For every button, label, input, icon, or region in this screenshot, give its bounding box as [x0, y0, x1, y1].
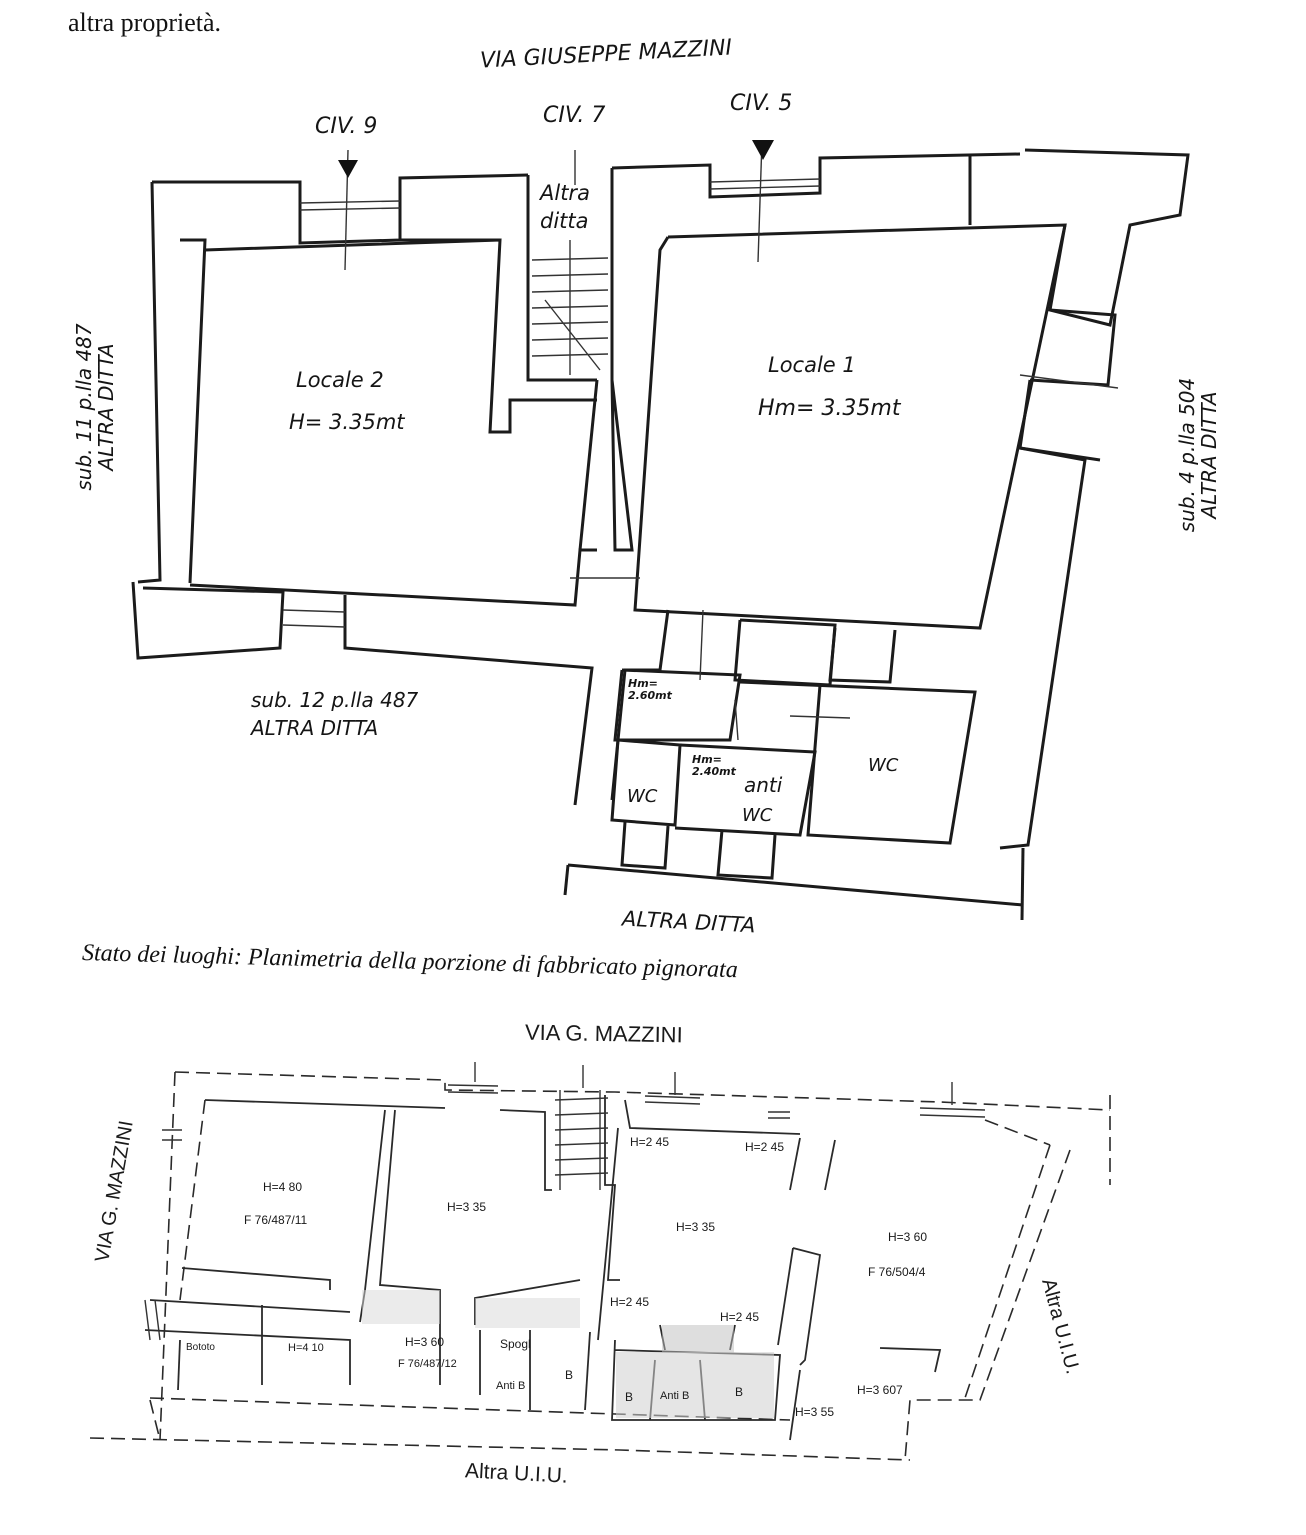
label-spogl: Spogl [500, 1337, 531, 1351]
altra-ditta-top-line2: ditta [540, 209, 589, 233]
altra-ditta-top-line1: Altra [540, 181, 590, 205]
label-h245a: H=2 45 [630, 1135, 670, 1149]
locale2-height: H= 3.35mt [289, 410, 405, 434]
civ7-label: CIV. 7 [543, 103, 606, 128]
label-b1: B [565, 1368, 574, 1382]
label-h360b: H=3 60 [405, 1335, 445, 1349]
label-f12: F 76/487/12 [398, 1358, 457, 1370]
label-h245d: H=2 45 [720, 1310, 760, 1324]
small-room-h1-line2: 2.60mt [628, 689, 672, 702]
locale1-name: Locale 1 [768, 353, 856, 377]
wc-right-label: WC [868, 755, 899, 776]
small-room-height-2: Hm= 2.40mt [692, 754, 736, 778]
locale2-name: Locale 2 [296, 368, 384, 392]
label-h335b: H=3 35 [676, 1220, 716, 1234]
label-h3607: H=3 607 [857, 1383, 903, 1397]
bottom-left-line2: ALTRA DITTA [251, 716, 379, 740]
small-room-h2-line1: Hm= [692, 753, 722, 766]
label-h245b: H=2 45 [745, 1140, 785, 1154]
civ9-label: CIV. 9 [315, 114, 378, 139]
label-b2: B [625, 1390, 634, 1404]
small-room-height-1: Hm= 2.60mt [628, 678, 672, 702]
label-bototo: Bototo [186, 1342, 215, 1353]
label-antib1: Anti B [496, 1380, 526, 1392]
bottom-left-line1: sub. 12 p.lla 487 [251, 688, 419, 712]
label-b3: B [735, 1385, 744, 1399]
plan2-street-top: VIA G. MAZZINI [524, 1019, 683, 1048]
label-h480: H=4 80 [263, 1180, 303, 1194]
label-h355: H=3 55 [795, 1405, 835, 1419]
anti-label-line2: WC [742, 805, 773, 826]
label-f504: F 76/504/4 [868, 1265, 926, 1279]
civ5-label: CIV. 5 [730, 91, 793, 116]
small-room-h2-line2: 2.40mt [692, 765, 736, 778]
label-h360: H=3 60 [888, 1230, 928, 1244]
intro-text: altra proprietà. [68, 8, 222, 37]
label-f11: F 76/487/11 [244, 1213, 308, 1227]
wc-left-label: WC [627, 786, 658, 807]
label-antib2: Anti B [660, 1390, 690, 1402]
anti-label-line1: anti [744, 773, 783, 797]
label-h245c: H=2 45 [610, 1295, 650, 1309]
label-h410: H=4 10 [288, 1342, 324, 1354]
locale1-height: Hm= 3.35mt [758, 396, 901, 421]
label-h335a: H=3 35 [447, 1200, 487, 1214]
small-room-h1-line1: Hm= [628, 677, 658, 690]
